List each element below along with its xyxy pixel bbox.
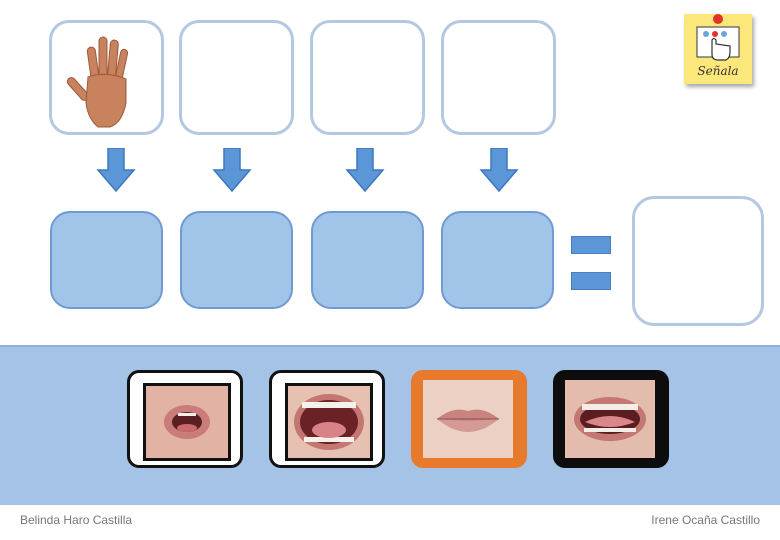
bottom-slot-3[interactable]	[311, 211, 424, 309]
photo-frame	[285, 383, 373, 461]
bottom-slot-4[interactable]	[441, 211, 554, 309]
choice-tile-1[interactable]	[127, 370, 243, 468]
mouth-open-round-icon	[146, 386, 228, 458]
arrow-down-icon	[96, 148, 136, 192]
top-slot-1[interactable]	[49, 20, 164, 135]
mouth-closed-icon	[423, 380, 513, 458]
choice-tile-2[interactable]	[269, 370, 385, 468]
choice-tile-4[interactable]	[553, 370, 669, 468]
bottom-slot-1[interactable]	[50, 211, 163, 309]
point-pictogram-label: Señala	[697, 64, 739, 78]
photo-frame	[143, 383, 231, 461]
choice-tile-3[interactable]	[411, 370, 527, 468]
equals-sign-bottom-bar	[571, 272, 611, 290]
top-slot-2[interactable]	[179, 20, 294, 135]
arrow-down-icon	[212, 148, 252, 192]
arrow-down-icon	[345, 148, 385, 192]
top-slot-3[interactable]	[310, 20, 425, 135]
mouth-tongue-icon	[565, 380, 655, 458]
pointing-finger-icon	[696, 14, 740, 61]
result-slot[interactable]	[632, 196, 764, 326]
mouth-wide-open-icon	[288, 386, 370, 458]
point-pictogram-card: Señala	[684, 14, 752, 84]
bottom-slot-2[interactable]	[180, 211, 293, 309]
footer-author-left: Belinda Haro Castilla	[20, 513, 133, 527]
footer-author-right: Irene Ocaña Castillo	[651, 513, 760, 527]
arrow-down-icon	[479, 148, 519, 192]
photo-frame	[423, 380, 513, 458]
photo-frame	[565, 380, 655, 458]
equals-sign-top-bar	[571, 236, 611, 254]
top-slot-4[interactable]	[441, 20, 556, 135]
hand-icon	[66, 36, 129, 128]
